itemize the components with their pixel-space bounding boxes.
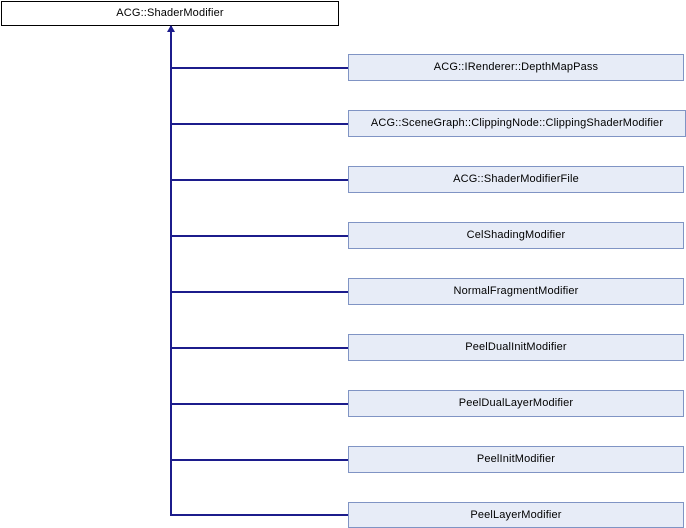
class-node-derived[interactable]: ACG::ShaderModifierFile: [348, 166, 684, 193]
class-node-derived[interactable]: PeelDualInitModifier: [348, 334, 684, 361]
edge-branch-line: [170, 514, 348, 516]
edge-branch-line: [170, 459, 348, 461]
edge-branch-line: [170, 67, 348, 69]
class-node-label: NormalFragmentModifier: [453, 285, 579, 297]
class-node-label: ACG::ShaderModifier: [116, 7, 224, 19]
class-node-base[interactable]: ACG::ShaderModifier: [1, 1, 339, 26]
class-node-label: PeelLayerModifier: [470, 508, 562, 521]
class-node-label: ACG::ShaderModifierFile: [453, 173, 579, 185]
class-node-derived[interactable]: ACG::SceneGraph::ClippingNode::ClippingS…: [348, 110, 686, 137]
edge-branch-line: [170, 235, 348, 237]
class-node-derived[interactable]: PeelInitModifier: [348, 446, 684, 473]
class-node-label: PeelDualLayerModifier: [458, 397, 574, 409]
class-node-derived[interactable]: CelShadingModifier: [348, 222, 684, 249]
class-node-derived[interactable]: NormalFragmentModifier: [348, 278, 684, 305]
class-node-derived[interactable]: ACG::IRenderer::DepthMapPass: [348, 54, 684, 81]
class-node-label: PeelDualInitModifier: [465, 341, 567, 353]
class-node-derived[interactable]: PeelLayerModifier: [348, 502, 684, 528]
class-node-label: CelShadingModifier: [466, 229, 566, 241]
edge-branch-line: [170, 179, 348, 181]
class-node-derived[interactable]: PeelDualLayerModifier: [348, 390, 684, 417]
class-node-label: ACG::SceneGraph::ClippingNode::ClippingS…: [370, 117, 664, 129]
edge-branch-line: [170, 403, 348, 405]
class-node-label: PeelInitModifier: [476, 453, 556, 465]
class-node-label: ACG::IRenderer::DepthMapPass: [433, 61, 599, 73]
edge-trunk-line: [170, 26, 172, 516]
edge-branch-line: [170, 291, 348, 293]
edge-branch-line: [170, 123, 348, 125]
edge-branch-line: [170, 347, 348, 349]
